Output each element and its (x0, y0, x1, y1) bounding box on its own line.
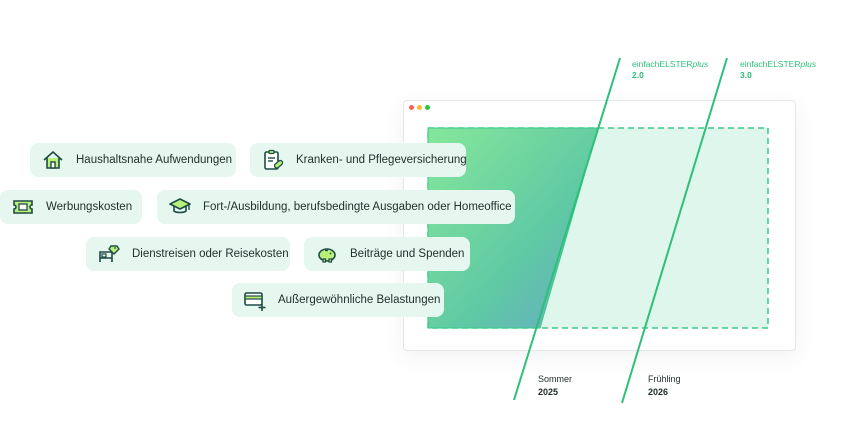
chip-label: Außergewöhnliche Belastungen (278, 294, 441, 306)
version-prefix: einfachELSTER (632, 59, 693, 69)
chip-label: Haushaltsnahe Aufwendungen (76, 154, 233, 166)
version-number: 3.0 (740, 70, 752, 80)
date-label-fruehling: Frühling 2026 (648, 373, 681, 399)
clipboard-pill-icon (260, 147, 286, 173)
bed-tag-icon (96, 241, 122, 267)
chip-fortbildung[interactable]: Fort-/Ausbildung, berufsbedingte Ausgabe… (157, 190, 515, 224)
date-year: 2026 (648, 387, 669, 397)
chip-beitraege[interactable]: Beiträge und Spenden (304, 237, 470, 271)
close-dot[interactable] (409, 105, 414, 110)
piggy-bank-icon (314, 241, 340, 267)
timeline-line-2026 (621, 57, 728, 404)
chip-belastungen[interactable]: Außergewöhnliche Belastungen (232, 283, 444, 317)
chip-kranken[interactable]: Kranken- und Pflegeversicherung (250, 143, 467, 177)
card-plus-icon (242, 287, 268, 313)
chip-label: Dienstreisen oder Reisekosten (132, 248, 289, 260)
future-region (540, 128, 768, 328)
version-prefix: einfachELSTER (740, 59, 801, 69)
date-label-sommer: Sommer 2025 (538, 373, 572, 399)
chip-label: Beiträge und Spenden (350, 248, 465, 260)
window-controls (409, 105, 430, 110)
chip-label: Werbungskosten (46, 201, 133, 213)
timeline-line-2025 (513, 57, 621, 401)
version-label-2: einfachELSTERplus 2.0 (632, 59, 708, 81)
version-number: 2.0 (632, 70, 644, 80)
version-label-3: einfachELSTERplus 3.0 (740, 59, 816, 81)
graduation-cap-icon (167, 194, 193, 220)
chip-werbungskosten[interactable]: Werbungskosten (0, 190, 142, 224)
chip-label: Fort-/Ausbildung, berufsbedingte Ausgabe… (203, 201, 512, 213)
house-icon (40, 147, 66, 173)
date-year: 2025 (538, 387, 559, 397)
chip-haushaltsnahe[interactable]: Haushaltsnahe Aufwendungen (30, 143, 236, 177)
date-season: Sommer (538, 374, 573, 384)
date-season: Frühling (648, 374, 681, 384)
chip-dienstreisen[interactable]: Dienstreisen oder Reisekosten (86, 237, 290, 271)
ticket-icon (10, 194, 36, 220)
chip-label: Kranken- und Pflegeversicherung (296, 154, 467, 166)
minimize-dot[interactable] (417, 105, 422, 110)
version-suffix: plus (800, 59, 817, 69)
maximize-dot[interactable] (425, 105, 430, 110)
version-suffix: plus (692, 59, 709, 69)
